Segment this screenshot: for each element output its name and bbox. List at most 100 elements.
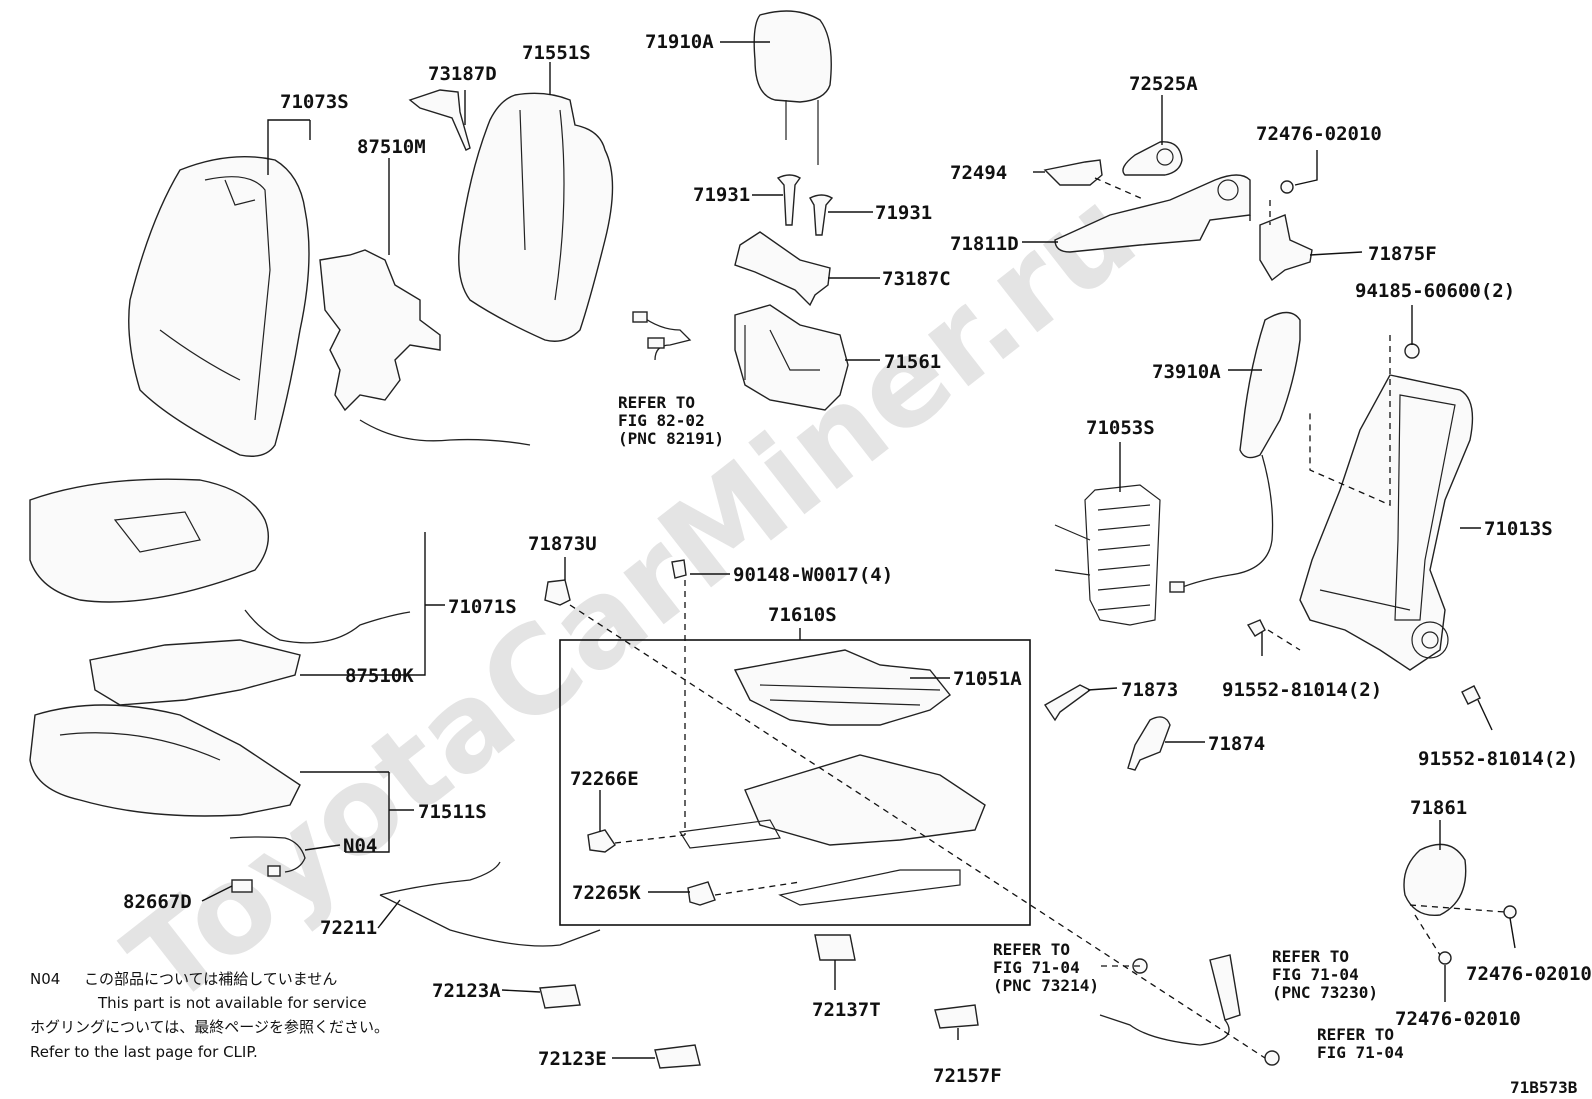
label-72157F: 72157F: [933, 1065, 1002, 1087]
refer-to-71-04-line1: REFER TO: [1317, 1025, 1394, 1044]
label-71931-b: 71931: [875, 202, 932, 224]
label-91552-81014-a: 91552-81014(2): [1222, 679, 1382, 701]
refer-to-73214-line3: (PNC 73214): [993, 976, 1099, 995]
label-72525A: 72525A: [1129, 73, 1198, 95]
clip-72157F-shape: [934, 1004, 979, 1029]
note-clip-english: Refer to the last page for CLIP.: [30, 1043, 258, 1061]
label-71053S: 71053S: [1086, 417, 1155, 439]
label-72123E: 72123E: [538, 1048, 607, 1070]
part-71874-shape: [1127, 716, 1171, 771]
seat-cushion-cover-shape: [29, 478, 411, 644]
clip-72476-top-shape: [1280, 180, 1294, 194]
bracket-73187C-shape: [734, 231, 831, 307]
seat-back-spring-shape: [1054, 484, 1161, 626]
recliner-knob-shape: [1122, 141, 1183, 176]
label-71875F: 71875F: [1368, 243, 1437, 265]
refer-to-73214-line1: REFER TO: [993, 940, 1070, 959]
seat-back-cover-shape: [128, 156, 310, 457]
nut-94185-shape: [1404, 343, 1420, 359]
label-91552-81014-b: 91552-81014(2): [1418, 748, 1578, 770]
label-72123A: 72123A: [432, 980, 501, 1002]
label-72211: 72211: [320, 917, 377, 939]
cover-72265K-shape: [687, 881, 716, 906]
headrest-shape: [753, 10, 832, 165]
refer-to-73230-line1: REFER TO: [1272, 947, 1349, 966]
label-73187D: 73187D: [428, 63, 497, 85]
side-airbag-shape: [1169, 311, 1301, 593]
label-71873U: 71873U: [528, 533, 597, 555]
cover-71861-shape: [1403, 843, 1467, 917]
label-72137T: 72137T: [812, 999, 881, 1021]
refer-to-82191-line2: FIG 82-02: [618, 411, 705, 430]
label-87510K: 87510K: [345, 665, 414, 687]
refer-to-82191-line3: (PNC 82191): [618, 429, 724, 448]
label-71071S: 71071S: [448, 596, 517, 618]
clip-72137T-shape: [814, 934, 856, 961]
clip-72123E-shape: [654, 1044, 701, 1069]
refer-to-73214-line2: FIG 71-04: [993, 958, 1080, 977]
cover-72266E-shape: [587, 829, 616, 853]
cover-71875F-shape: [1259, 214, 1313, 282]
label-82667D: 82667D: [123, 891, 192, 913]
clip-72123A-shape: [539, 984, 581, 1009]
connector-82191-shape: [632, 311, 692, 361]
refer-to-71-04-line2: FIG 71-04: [1317, 1043, 1404, 1062]
label-71910A: 71910A: [645, 31, 714, 53]
label-N04: N04: [343, 835, 377, 857]
bracket-73187D-shape: [408, 89, 471, 151]
label-71931-a: 71931: [693, 184, 750, 206]
part-labels: 71910A 73187D 71551S 71073S 87510M 72525…: [123, 31, 1592, 1087]
assembly-dashed-lines: [569, 177, 1506, 1059]
label-71551S: 71551S: [522, 42, 591, 64]
footnotes: N04 この部品については補給していません This part is not a…: [30, 970, 389, 1061]
label-71811D: 71811D: [950, 233, 1019, 255]
seat-heater-cushion-shape: [89, 639, 301, 706]
refer-to-73230: REFER TO FIG 71-04 (PNC 73230): [1272, 947, 1378, 1002]
refer-to-71-04: REFER TO FIG 71-04: [1317, 1025, 1404, 1062]
label-72476-02010-bottom: 72476-02010: [1395, 1008, 1521, 1030]
label-90148-W0017: 90148-W0017(4): [733, 564, 893, 586]
note-n04-japanese: この部品については補給していません: [84, 970, 337, 988]
seat-adjuster-group-box: [559, 639, 1031, 926]
note-clip-japanese: ホグリングについては、最終ページを参照ください。: [30, 1018, 389, 1036]
label-71561: 71561: [884, 351, 941, 373]
part-71873-shape: [1044, 684, 1092, 722]
label-94185-60600: 94185-60600(2): [1355, 280, 1515, 302]
label-71073S: 71073S: [280, 91, 349, 113]
refer-to-73214: REFER TO FIG 71-04 (PNC 73214): [993, 940, 1099, 995]
note-n04-code: N04: [30, 970, 60, 988]
seat-back-pad-shape: [458, 92, 614, 342]
cable-72211-shape: [379, 861, 601, 947]
label-71610S: 71610S: [768, 604, 837, 626]
label-71051A: 71051A: [953, 668, 1022, 690]
refer-to-82191: REFER TO FIG 82-02 (PNC 82191): [618, 393, 724, 448]
label-71873: 71873: [1121, 679, 1178, 701]
bolt-90148-shape: [671, 559, 687, 579]
housing-71561-shape: [734, 304, 849, 411]
cover-71873U-shape: [544, 579, 571, 606]
seat-heater-back-shape: [319, 249, 531, 446]
bolt-91552-shapes: [1246, 619, 1481, 705]
label-71874: 71874: [1208, 733, 1265, 755]
leader-lines: [201, 41, 1516, 1059]
seat-track-shape: [678, 754, 986, 906]
note-n04-english: This part is not available for service: [97, 994, 367, 1012]
refer-to-73230-line3: (PNC 73230): [1272, 983, 1378, 1002]
label-72494: 72494: [950, 162, 1007, 184]
label-71511S: 71511S: [418, 801, 487, 823]
refer-to-82191-line1: REFER TO: [618, 393, 695, 412]
figure-id: 71B573B: [1510, 1078, 1578, 1097]
connector-82667D-shape: [231, 879, 253, 893]
harness-N04-shape: [229, 836, 306, 877]
seat-back-frame-shape: [1299, 374, 1474, 671]
refer-to-73230-line2: FIG 71-04: [1272, 965, 1359, 984]
label-72266E: 72266E: [570, 768, 639, 790]
seat-frame-71051A-shape: [733, 649, 951, 726]
label-72476-02010-right: 72476-02010: [1466, 963, 1592, 985]
label-71013S: 71013S: [1484, 518, 1553, 540]
label-71861: 71861: [1410, 797, 1467, 819]
seat-cushion-pad-shape: [29, 704, 301, 817]
clip-72476-lower-shapes: [1438, 905, 1517, 965]
lever-72494-shape: [1043, 159, 1103, 186]
